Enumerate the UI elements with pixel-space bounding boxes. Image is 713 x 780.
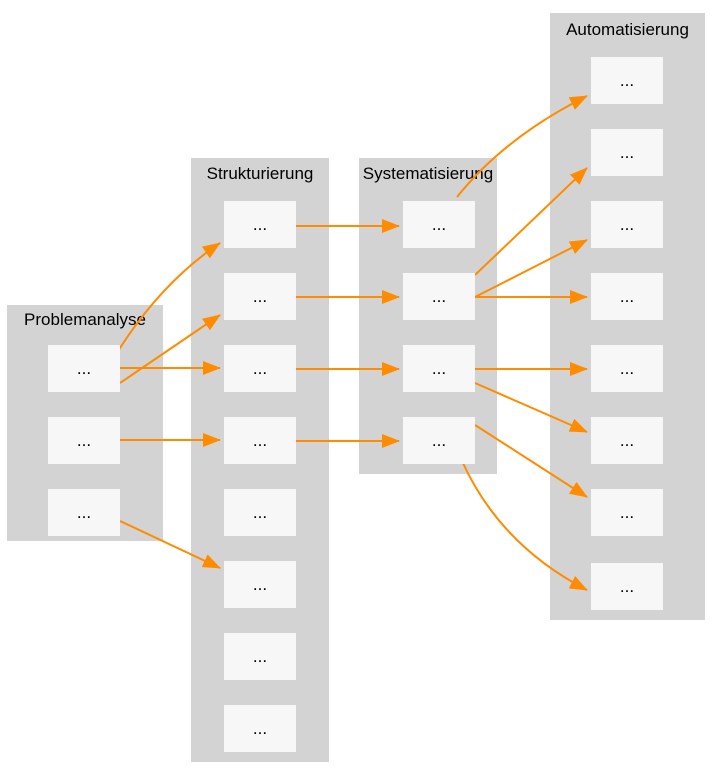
arrow-y4-to-a7 <box>474 424 588 498</box>
arrow-y2-to-a3 <box>474 239 588 298</box>
node-p2[interactable]: ... <box>48 417 120 464</box>
node-label: ... <box>431 214 447 234</box>
node-y2[interactable]: ... <box>403 273 475 320</box>
node-label: ... <box>431 358 447 378</box>
node-label: ... <box>619 286 635 306</box>
node-s6[interactable]: ... <box>224 561 296 608</box>
node-s8[interactable]: ... <box>224 705 296 752</box>
node-label: ... <box>619 502 635 522</box>
node-label: ... <box>76 430 92 450</box>
node-label: ... <box>76 502 92 522</box>
node-s7[interactable]: ... <box>224 633 296 680</box>
column-title-problemanalyse: Problemanalyse <box>24 310 146 329</box>
node-label: ... <box>619 358 635 378</box>
node-label: ... <box>252 214 268 234</box>
node-s5[interactable]: ... <box>224 489 296 536</box>
column-title-strukturierung: Strukturierung <box>206 164 314 183</box>
node-p1[interactable]: ... <box>48 345 120 392</box>
node-y1[interactable]: ... <box>403 201 475 248</box>
node-a7[interactable]: ... <box>591 489 663 536</box>
node-label: ... <box>252 502 268 522</box>
node-label: ... <box>252 646 268 666</box>
node-a2[interactable]: ... <box>591 129 663 176</box>
arrow-p3-to-s6 <box>119 520 221 569</box>
arrow-y2-to-a2 <box>474 167 588 276</box>
node-a8[interactable]: ... <box>591 563 663 610</box>
node-a3[interactable]: ... <box>591 201 663 248</box>
node-label: ... <box>619 576 635 596</box>
node-a1[interactable]: ... <box>591 57 663 104</box>
arrow-y4-to-a8 <box>461 460 588 591</box>
node-label: ... <box>431 286 447 306</box>
node-p3[interactable]: ... <box>48 489 120 536</box>
node-label: ... <box>619 142 635 162</box>
arrow-y3-to-a6 <box>474 382 588 433</box>
column-title-automatisierung: Automatisierung <box>566 20 689 39</box>
node-a6[interactable]: ... <box>591 417 663 464</box>
node-label: ... <box>431 430 447 450</box>
node-a5[interactable]: ... <box>591 345 663 392</box>
node-s3[interactable]: ... <box>224 345 296 392</box>
node-label: ... <box>252 574 268 594</box>
node-label: ... <box>252 286 268 306</box>
node-y3[interactable]: ... <box>403 345 475 392</box>
node-s1[interactable]: ... <box>224 201 296 248</box>
arrow-y1-to-a1 <box>456 95 588 198</box>
node-label: ... <box>252 358 268 378</box>
node-label: ... <box>76 358 92 378</box>
column-title-systematisierung: Systematisierung <box>362 164 494 183</box>
node-label: ... <box>619 70 635 90</box>
node-y4[interactable]: ... <box>403 417 475 464</box>
node-a4[interactable]: ... <box>591 273 663 320</box>
node-label: ... <box>619 430 635 450</box>
node-label: ... <box>252 718 268 738</box>
node-label: ... <box>619 214 635 234</box>
arrow-p1-to-s2 <box>119 314 221 384</box>
node-s4[interactable]: ... <box>224 417 296 464</box>
node-label: ... <box>252 430 268 450</box>
node-s2[interactable]: ... <box>224 273 296 320</box>
